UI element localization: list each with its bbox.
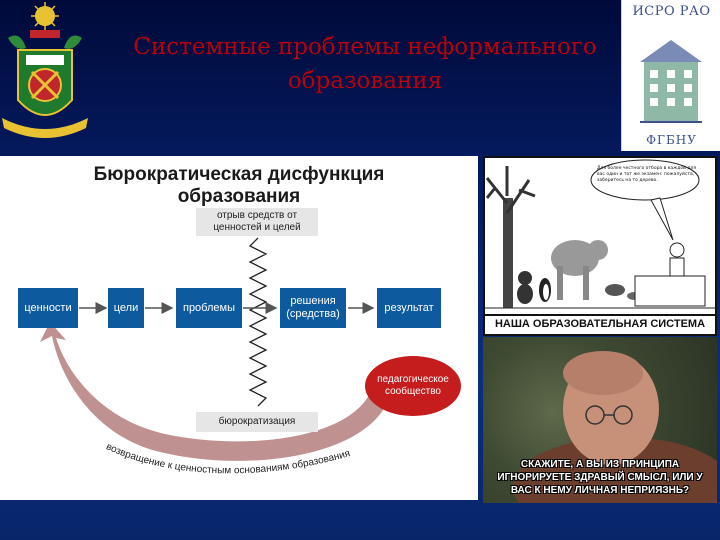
- meme-photo: СКАЖИТЕ, А ВЫ ИЗ ПРИНЦИПА ИГНОРИРУЕТЕ ЗД…: [483, 337, 717, 503]
- institute-logo: ИСРО РАО ФГБНУ: [621, 0, 720, 151]
- box-goals: цели: [108, 288, 144, 328]
- education-system-cartoon: Для более честного отбора в каждой для в…: [483, 156, 717, 336]
- note-means-detachment: отрыв средств от ценностей и целей: [196, 208, 318, 236]
- slide-title: Системные проблемы неформального образов…: [133, 34, 597, 94]
- return-arrow: [40, 322, 392, 461]
- building-icon: [640, 40, 702, 123]
- logo-bottom-text: ФГБНУ: [646, 133, 697, 147]
- cartoon-caption: НАША ОБРАЗОВАТЕЛЬНАЯ СИСТЕМА: [485, 314, 715, 334]
- box-result: результат: [377, 288, 441, 328]
- cartoon-drawing: [485, 159, 715, 309]
- diagram-title-line-1: Бюрократическая дисфункция: [93, 164, 385, 185]
- box-problems: проблемы: [176, 288, 242, 328]
- diagram-title-line-2: образования: [177, 186, 301, 207]
- cartoon-speech-bubble: Для более честного отбора в каждой для в…: [597, 166, 697, 183]
- bureaucratic-dysfunction-diagram: возвращение к ценностным основаниям обра…: [0, 156, 478, 500]
- coat-of-arms-emblem: [2, 2, 88, 138]
- pedagogical-community-ellipse: педагогическое сообщество: [365, 356, 461, 416]
- man-with-glasses-illustration: [513, 351, 717, 503]
- zigzag-spring: [248, 237, 268, 407]
- meme-caption: СКАЖИТЕ, А ВЫ ИЗ ПРИНЦИПА ИГНОРИРУЕТЕ ЗД…: [497, 459, 703, 496]
- note-bureaucratization: бюрократизация: [196, 412, 318, 432]
- box-solutions: решения (средства): [280, 288, 346, 328]
- box-values: ценности: [18, 288, 78, 328]
- logo-top-text: ИСРО РАО: [632, 4, 711, 19]
- diagram-connectors: возвращение к ценностным основаниям обра…: [40, 237, 392, 476]
